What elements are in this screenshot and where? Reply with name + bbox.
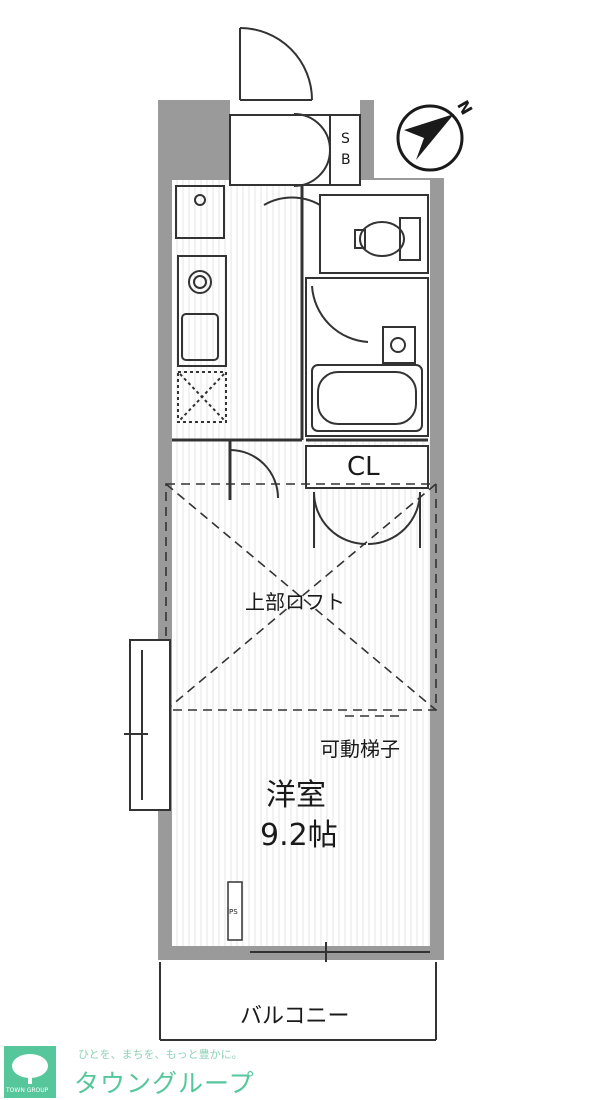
balcony-label: バルコニー — [240, 1004, 350, 1029]
room-floor — [172, 440, 430, 946]
sb-label-s: S — [341, 131, 350, 147]
logo-mark-text: TOWN GROUP — [6, 1087, 49, 1094]
compass-icon — [396, 104, 464, 172]
toilet-room — [263, 194, 429, 274]
room-type-label: 洋室 — [266, 778, 326, 813]
room-size-label: 9.2帖 — [260, 818, 338, 853]
bathroom — [305, 277, 429, 437]
kitchen — [175, 185, 227, 423]
pipe-space-label: PS — [229, 908, 238, 916]
closet — [305, 445, 429, 548]
logo-slogan: ひとを、まちを、もっと豊かに。 — [78, 1048, 243, 1061]
kitchen-floor — [172, 180, 302, 440]
logo-brand: タウングループ — [74, 1069, 255, 1098]
sb-label-b: B — [341, 152, 351, 168]
loft-label: 上部ロフト — [245, 590, 345, 614]
loft-outline — [165, 483, 437, 717]
pipe-space — [227, 881, 243, 941]
partitions — [172, 185, 428, 500]
left-window — [124, 639, 171, 811]
balcony — [159, 942, 437, 1041]
entrance — [229, 27, 361, 187]
logo-mark-icon — [4, 1046, 56, 1098]
ladder-label: 可動梯子 — [320, 737, 400, 761]
closet-label: CL — [347, 452, 380, 482]
